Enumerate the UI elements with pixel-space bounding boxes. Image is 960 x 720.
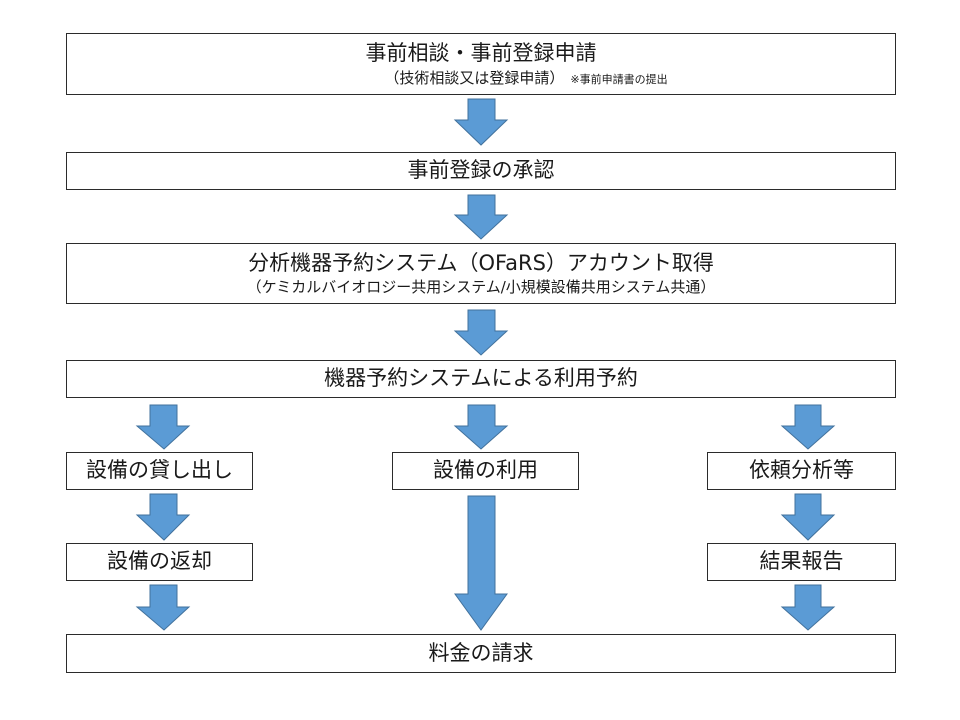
step-title: 機器予約システムによる利用予約	[324, 366, 638, 391]
arrow-down-icon	[135, 404, 191, 450]
step-title: 設備の貸し出し	[86, 458, 233, 483]
arrow-down-icon	[454, 495, 508, 631]
step-title: 料金の請求	[428, 640, 534, 665]
arrow-down-icon	[135, 584, 191, 631]
arrow-down-icon	[780, 404, 836, 450]
step-title: 事前登録の承認	[407, 158, 555, 183]
step-subtitle: （技術相談又は登録申請）	[384, 68, 565, 87]
step-title: 結果報告	[759, 549, 844, 574]
arrow-down-icon	[453, 404, 509, 450]
step-analysis: 依頼分析等	[707, 452, 896, 490]
step-account: 分析機器予約システム（OFaRS）アカウント取得 （ケミカルバイオロジー共用シス…	[66, 243, 896, 304]
step-title: 設備の利用	[433, 458, 538, 483]
step-approval: 事前登録の承認	[66, 152, 896, 190]
arrow-down-icon	[453, 309, 509, 356]
step-lending: 設備の貸し出し	[66, 452, 253, 490]
arrow-down-icon	[780, 584, 836, 631]
step-return: 設備の返却	[66, 543, 253, 581]
step-title: 事前相談・事前登録申請	[365, 41, 597, 66]
step-note: ※事前申請書の提出	[570, 72, 668, 86]
step-title: 依頼分析等	[749, 458, 854, 483]
arrow-down-icon	[135, 493, 191, 541]
arrow-down-icon	[780, 493, 836, 541]
step-pre-consultation: 事前相談・事前登録申請 （技術相談又は登録申請） ※事前申請書の提出	[66, 33, 896, 95]
step-billing: 料金の請求	[66, 634, 896, 673]
arrow-down-icon	[453, 194, 509, 240]
step-report: 結果報告	[707, 543, 896, 581]
step-subtitle: （ケミカルバイオロジー共用システム/小規模設備共用システム共通）	[246, 278, 716, 297]
arrow-down-icon	[453, 98, 509, 146]
step-title: 分析機器予約システム（OFaRS）アカウント取得	[248, 250, 714, 275]
step-usage: 設備の利用	[392, 452, 579, 490]
step-title: 設備の返却	[107, 549, 212, 574]
step-reservation: 機器予約システムによる利用予約	[66, 360, 896, 398]
